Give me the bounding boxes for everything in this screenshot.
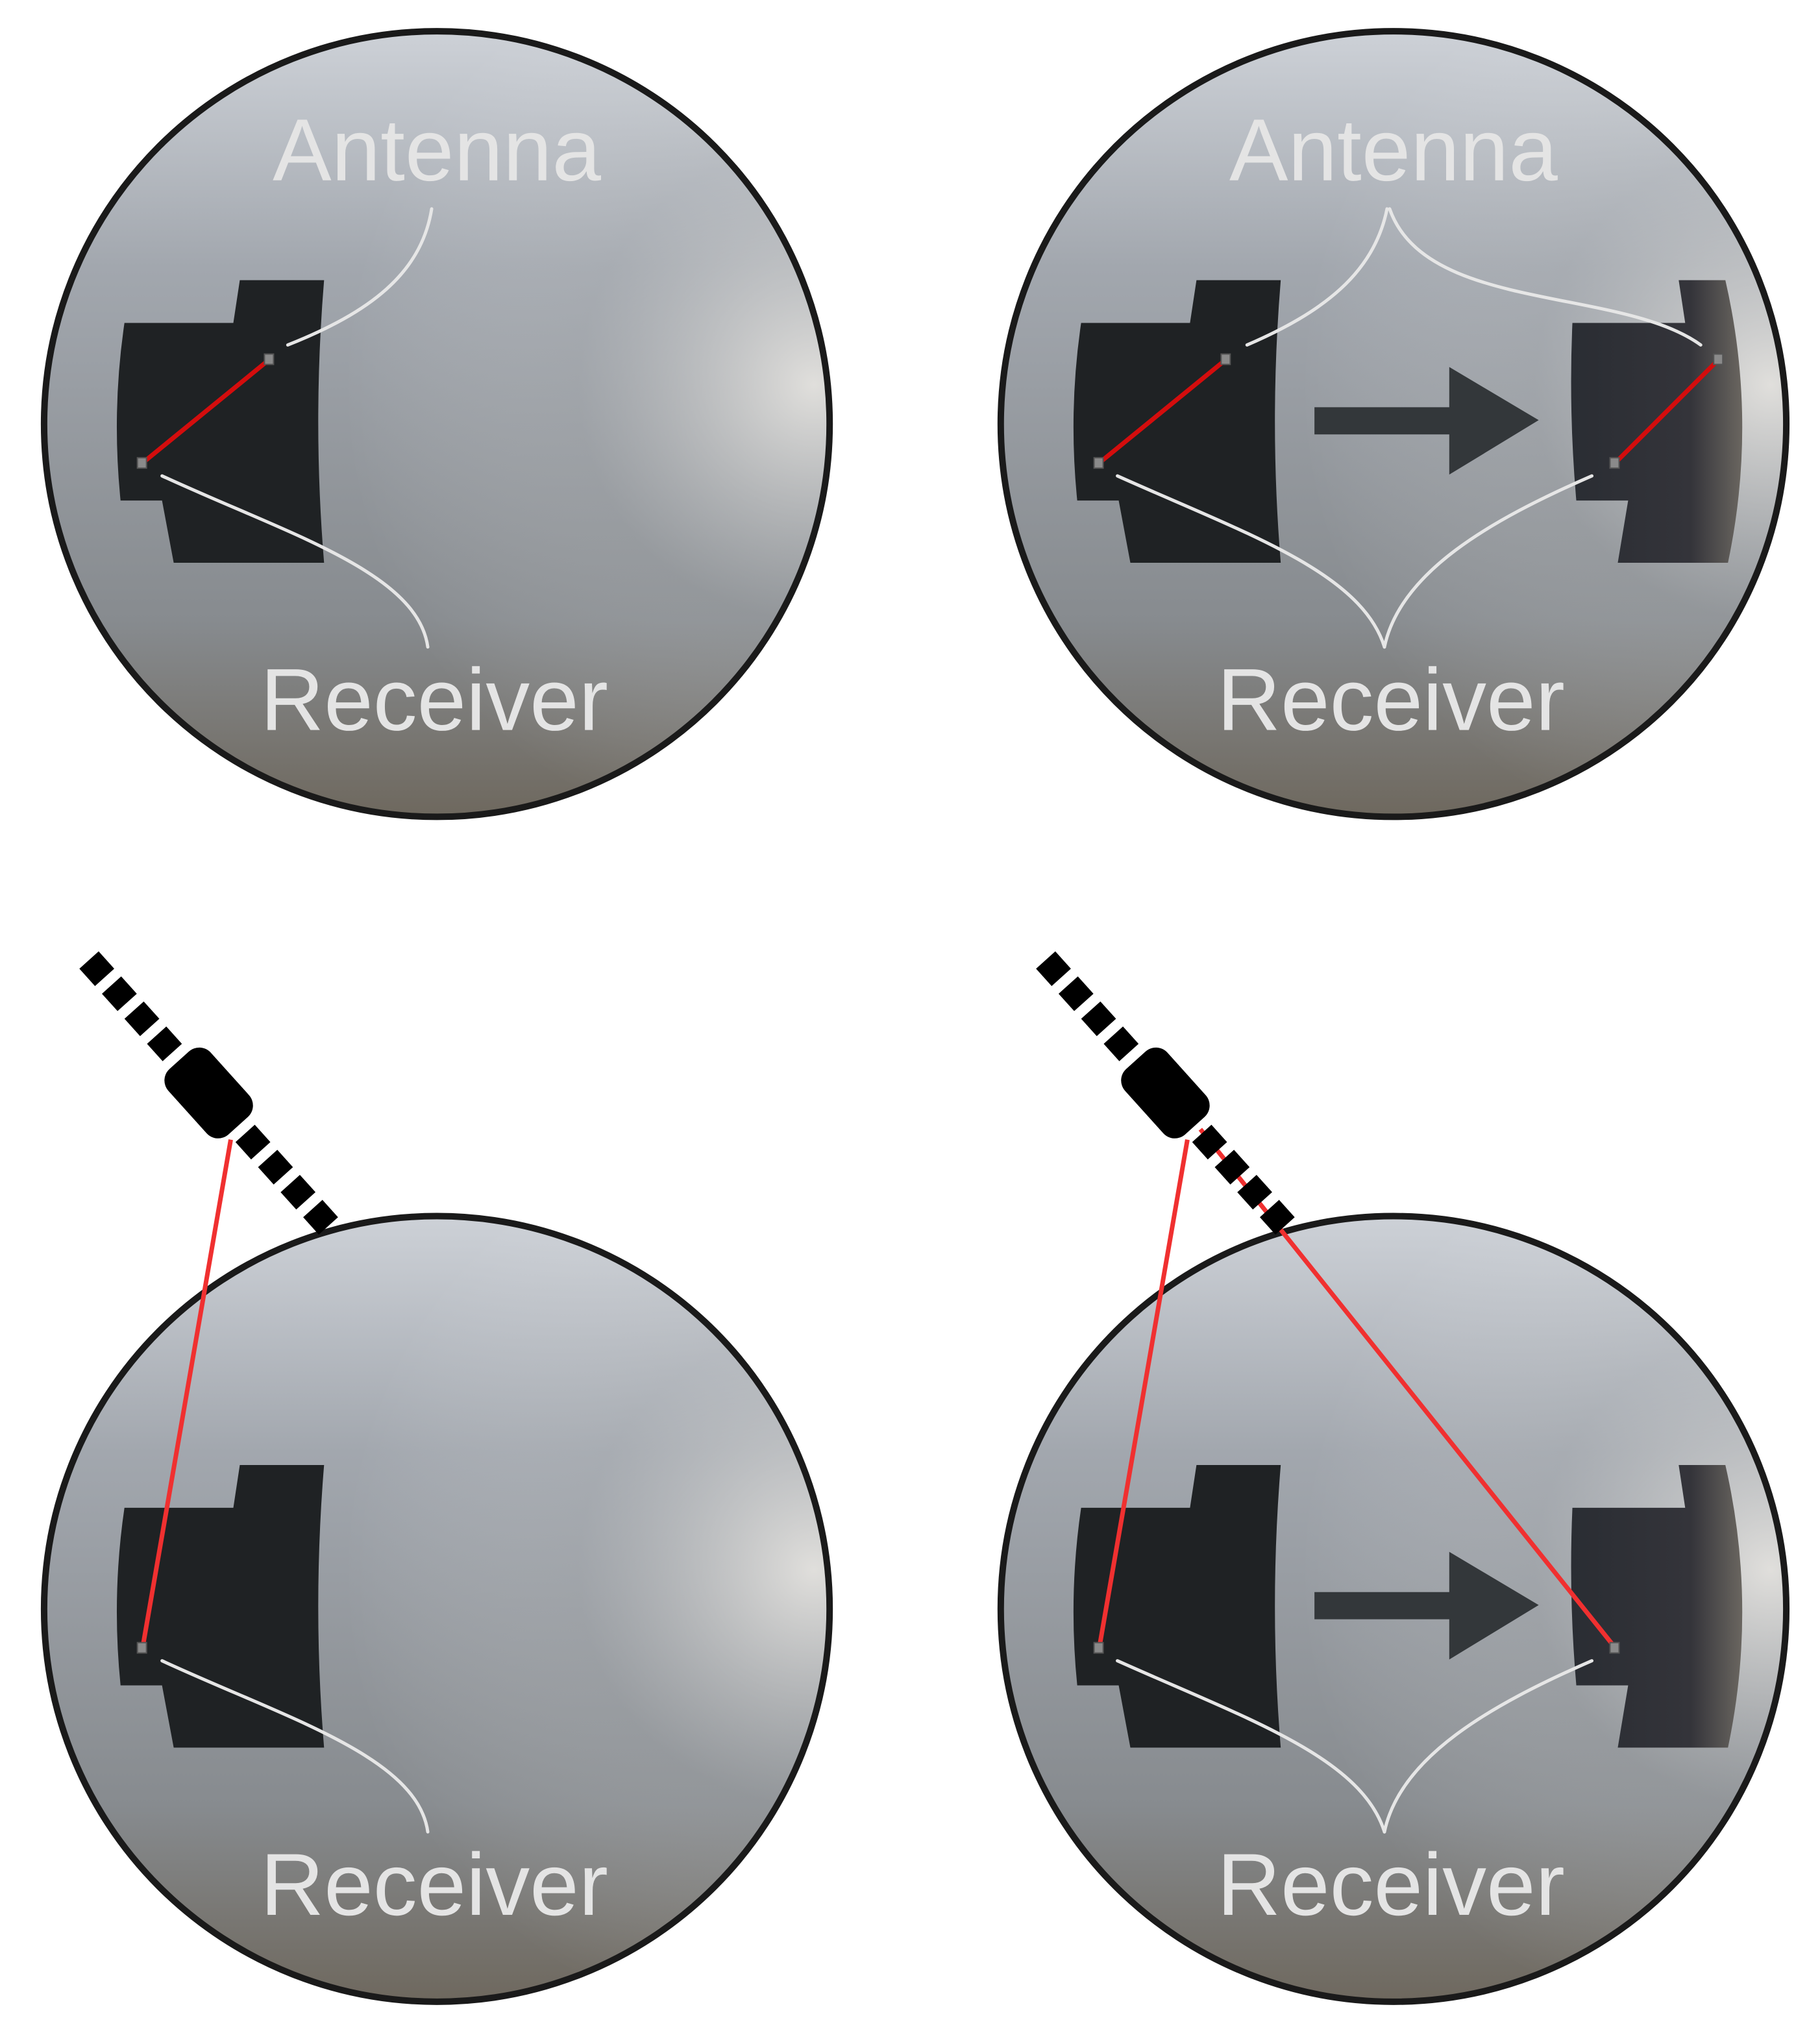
antenna-leader xyxy=(1245,207,1389,347)
panel-single-phone-satellite: Receiver xyxy=(40,951,833,2005)
satellite-icon xyxy=(79,951,338,1235)
receiver-icon xyxy=(136,457,147,469)
antenna-label: Antenna xyxy=(273,101,601,199)
panel-two-phones-antenna: Antenna Receiver xyxy=(997,28,1790,820)
phone-icon xyxy=(1073,280,1281,563)
phone-icon xyxy=(1571,1465,1743,1748)
antenna-icon xyxy=(1220,353,1231,365)
phone-icon xyxy=(116,1465,325,1748)
receiver-leader xyxy=(160,1659,430,1834)
satellite-icon xyxy=(1036,951,1295,1235)
receiver-leader xyxy=(160,474,430,649)
antenna-leader xyxy=(1388,207,1703,347)
receiver-leader xyxy=(1383,474,1593,649)
satellite-signal-line xyxy=(140,1139,233,1649)
phone-icon xyxy=(1073,1465,1281,1748)
receiver-label: Receiver xyxy=(260,650,608,749)
antenna-signal-line xyxy=(1613,357,1721,465)
antenna-icon xyxy=(1713,353,1724,365)
antenna-leader xyxy=(286,207,434,347)
receiver-icon xyxy=(1609,457,1620,469)
receiver-icon xyxy=(136,1642,147,1654)
receiver-icon xyxy=(1093,457,1104,469)
panel-two-phones-satellite: Receiver xyxy=(997,951,1790,2005)
satellite-signal-line xyxy=(1097,1139,1190,1649)
antenna-icon xyxy=(264,353,275,365)
antenna-label: Antenna xyxy=(1229,101,1558,199)
receiver-label: Receiver xyxy=(260,1835,608,1934)
panel-single-phone-antenna: Antenna Receiver xyxy=(40,28,833,820)
receiver-leader xyxy=(1116,1659,1386,1834)
arrow-right-icon xyxy=(1314,367,1539,475)
receiver-icon xyxy=(1093,1642,1104,1654)
receiver-icon xyxy=(1609,1642,1620,1654)
receiver-leader xyxy=(1116,474,1386,649)
receiver-label: Receiver xyxy=(1217,1835,1565,1934)
phone-icon xyxy=(116,280,325,563)
antenna-signal-line xyxy=(1098,357,1228,465)
arrow-right-icon xyxy=(1314,1551,1539,1660)
receiver-label: Receiver xyxy=(1217,650,1565,749)
receiver-leader xyxy=(1383,1659,1593,1834)
antenna-signal-line xyxy=(141,357,271,465)
